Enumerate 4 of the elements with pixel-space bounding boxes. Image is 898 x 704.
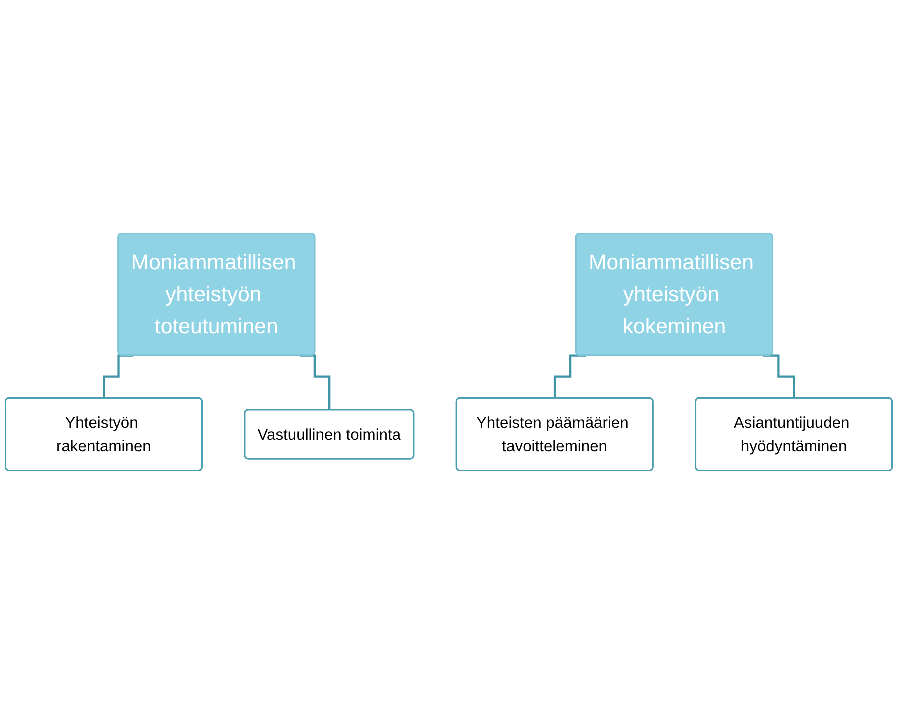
connector <box>763 354 796 400</box>
connector <box>103 354 134 400</box>
connector <box>300 354 331 412</box>
connector <box>554 354 586 400</box>
